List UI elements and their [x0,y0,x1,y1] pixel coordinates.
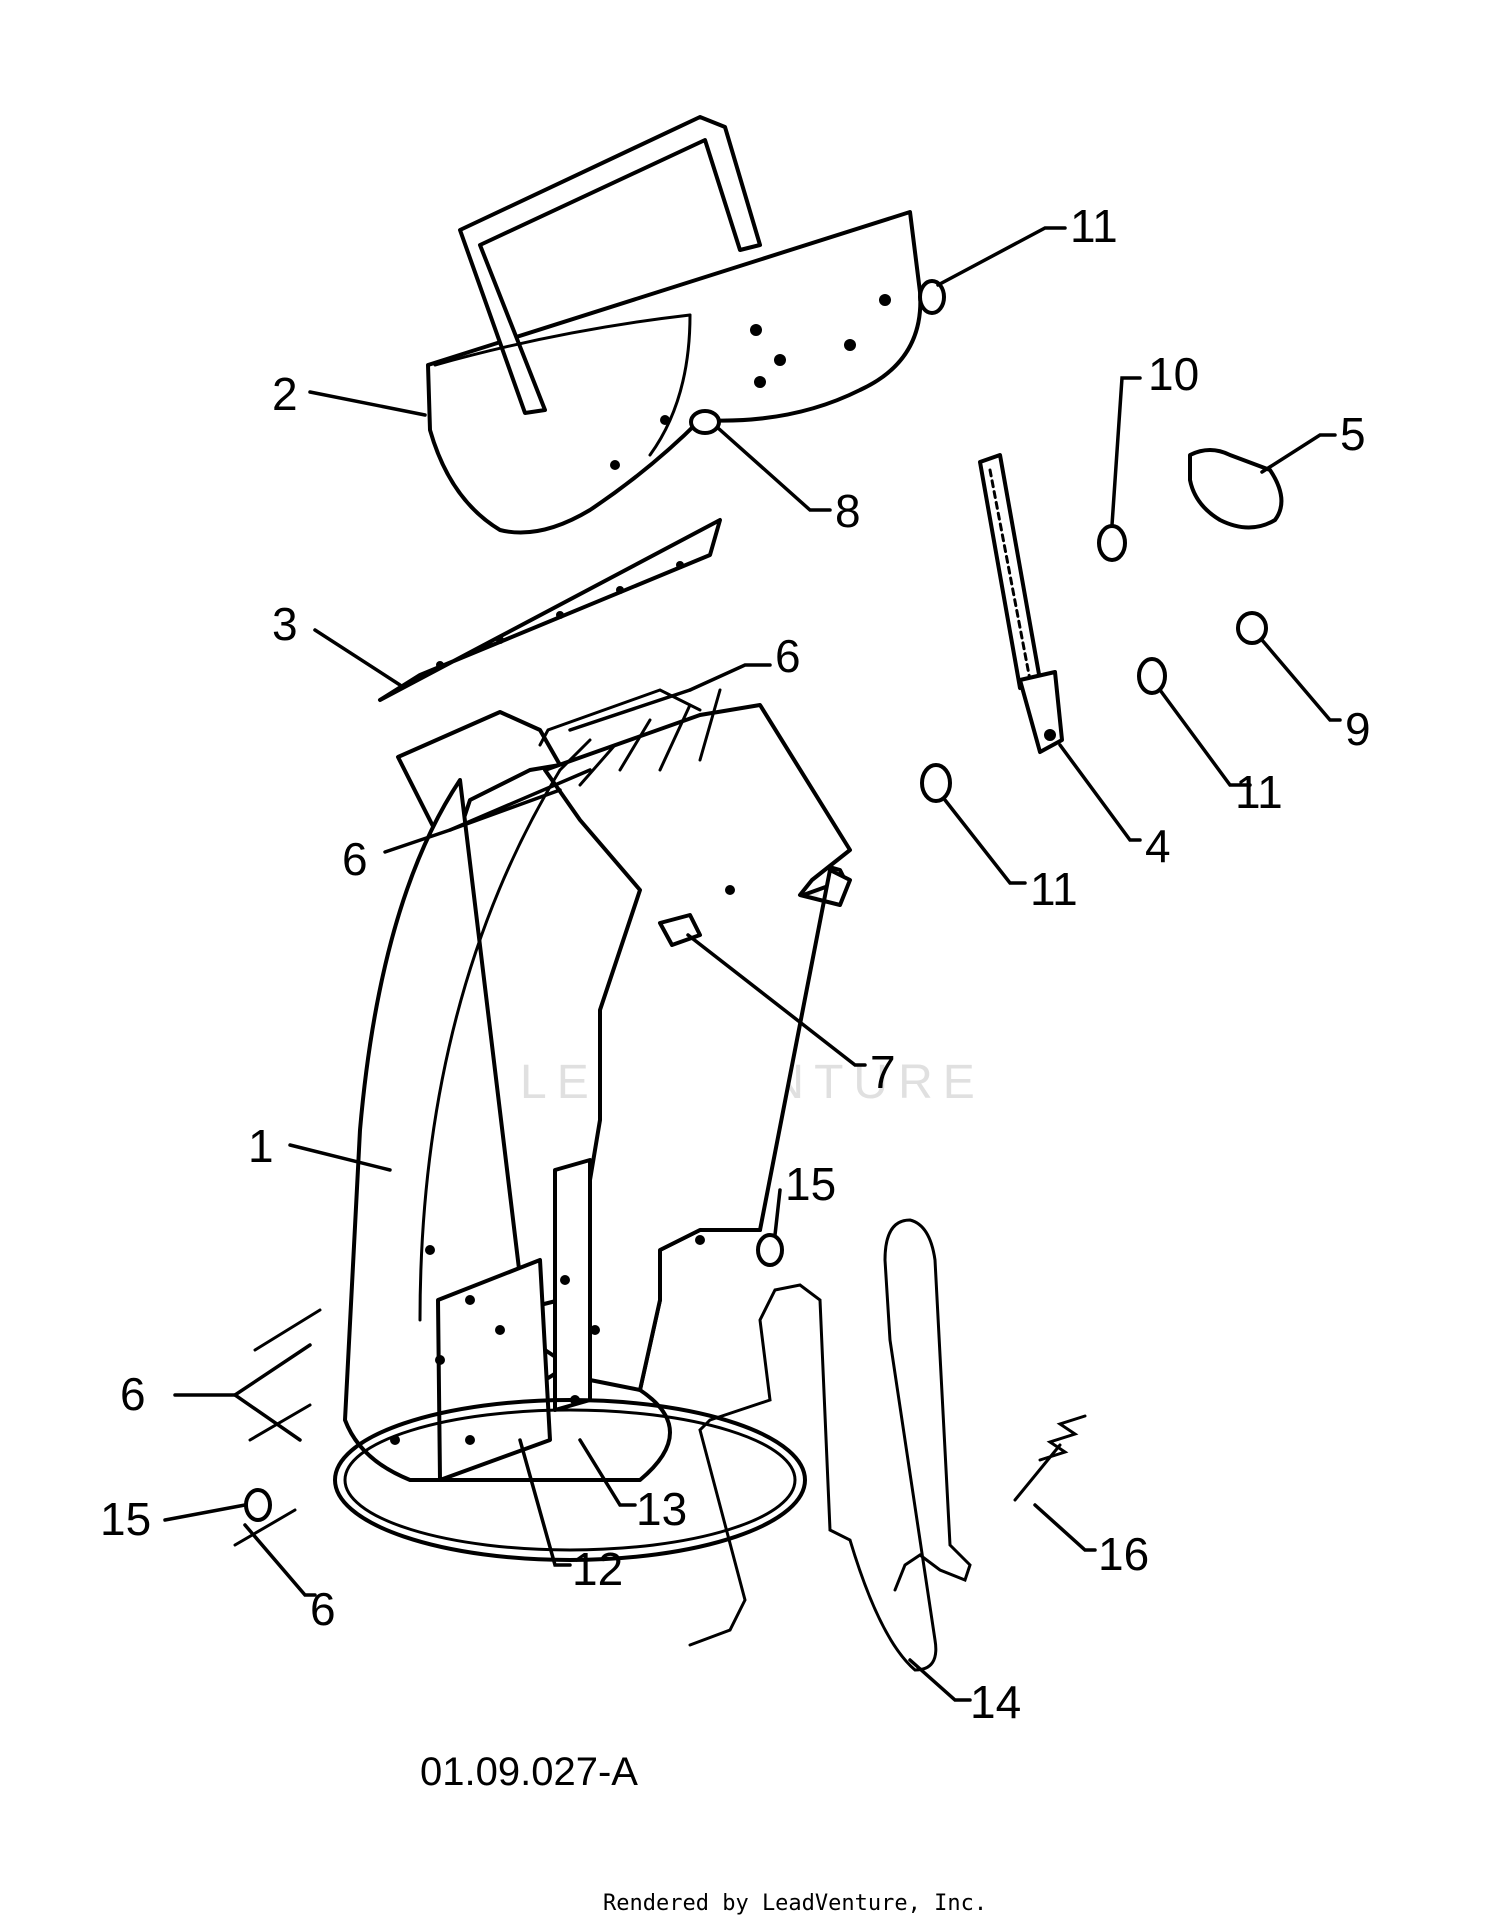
callout-2: 2 [272,368,298,420]
deflector-cap [426,115,946,535]
callout-labels: 11 2 10 5 8 3 6 6 9 11 4 11 7 1 15 [100,200,1371,1728]
callout-11-mid: 11 [1030,863,1078,915]
washer-10 [1097,524,1127,562]
callout-14: 14 [970,1676,1021,1728]
callout-3: 3 [272,598,298,650]
washer-11a [1137,657,1167,695]
bolts-top [558,688,722,787]
drawing-code: 01.09.027-A [420,1750,638,1794]
callout-15-right: 15 [785,1158,836,1210]
callout-6-mid: 6 [342,833,368,885]
callout-11-right: 11 [1235,766,1283,818]
callout-5: 5 [1340,408,1366,460]
callout-9: 9 [1345,703,1371,755]
callout-13: 13 [636,1483,687,1535]
callout-12: 12 [572,1543,623,1595]
wire-bail [688,1218,972,1672]
callout-8: 8 [835,485,861,537]
callout-6-bottom: 6 [310,1583,336,1635]
adjuster-rod [978,453,1064,754]
discharge-chute [333,688,852,1562]
callout-6-top: 6 [775,630,801,682]
callout-11: 11 [1070,200,1118,252]
callout-4: 4 [1145,820,1171,872]
nut-9 [1236,611,1268,645]
callout-15-left: 15 [100,1493,151,1545]
bolts-bottom-left [233,1308,322,1547]
callout-10: 10 [1148,348,1199,400]
callout-7: 7 [870,1046,896,1098]
callout-16: 16 [1098,1528,1149,1580]
scraper-blade [378,518,722,702]
knob [1188,448,1284,530]
spring [1013,1414,1087,1502]
render-credit: Rendered by LeadVenture, Inc. [603,1891,987,1916]
nut-15 [756,1233,784,1267]
washer-11b [920,763,952,803]
callout-1: 1 [248,1120,274,1172]
callout-6-left: 6 [120,1368,146,1420]
